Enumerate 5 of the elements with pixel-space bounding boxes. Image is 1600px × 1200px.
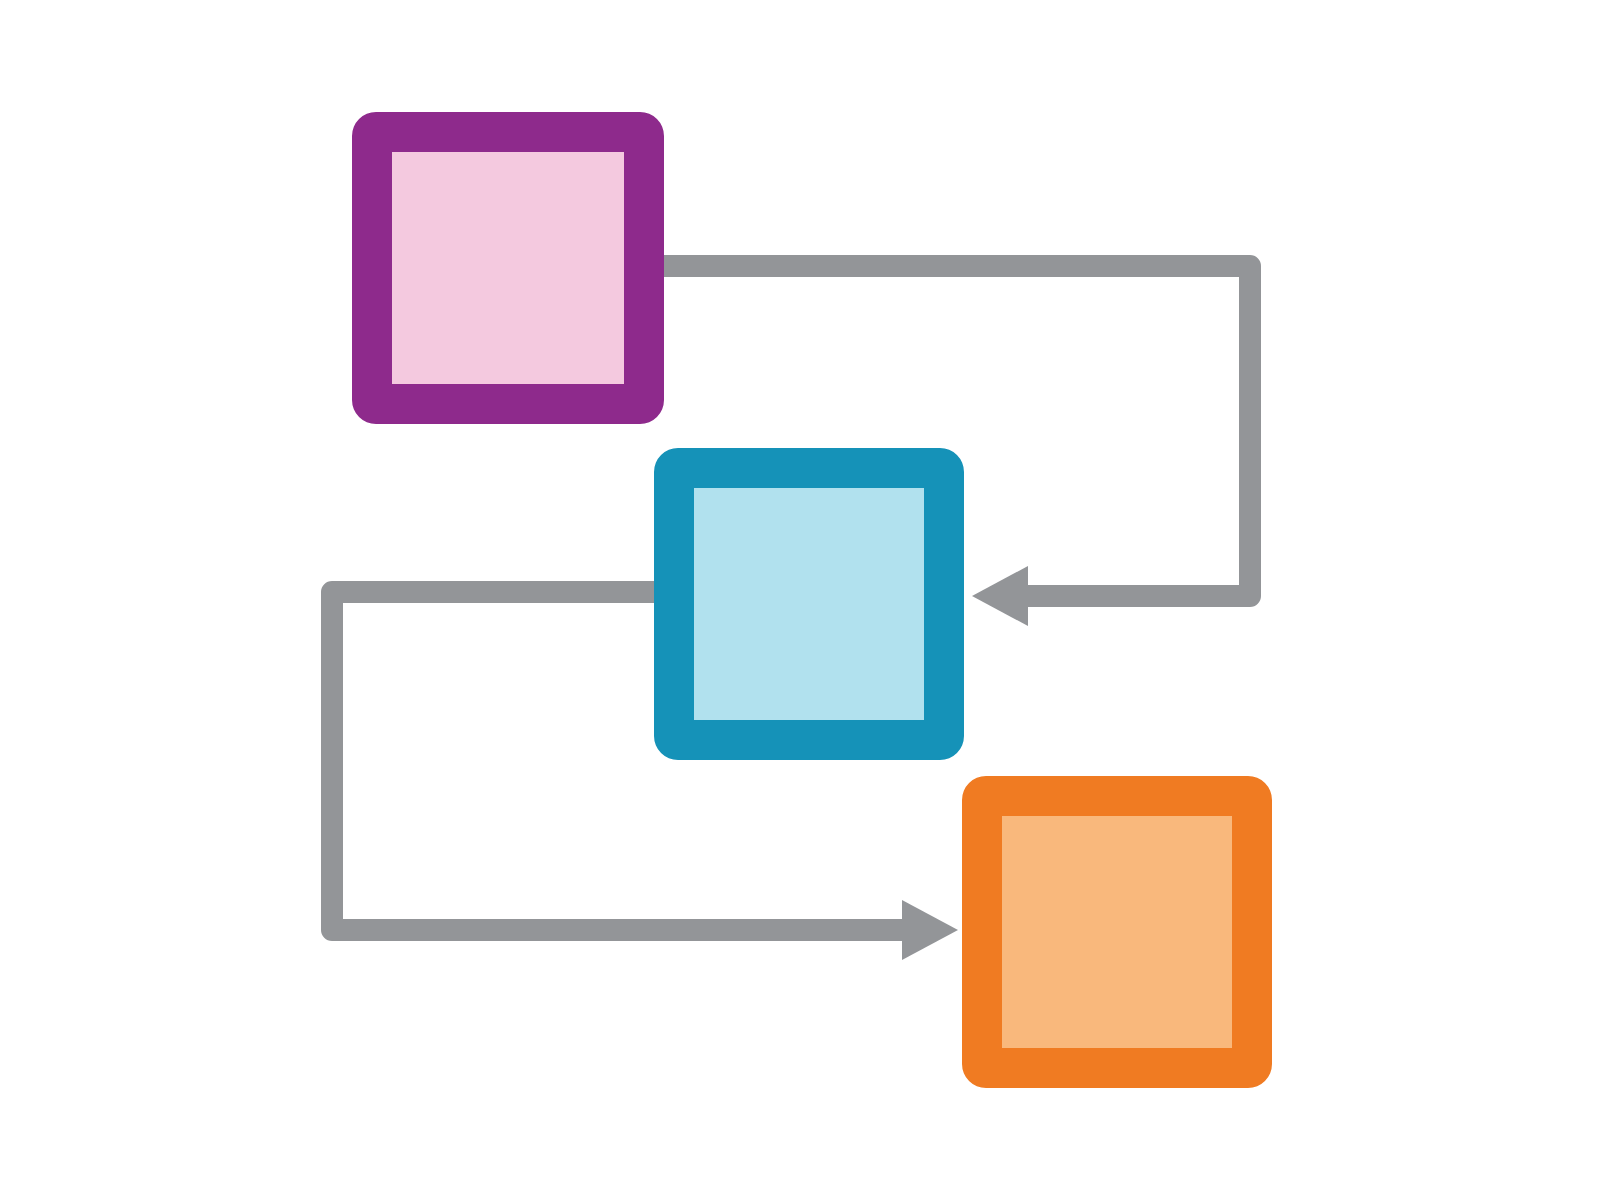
square-box — [654, 448, 964, 760]
square-box — [352, 112, 664, 424]
square-box — [962, 776, 1272, 1088]
arrow — [321, 581, 958, 960]
arrow — [664, 255, 1261, 626]
